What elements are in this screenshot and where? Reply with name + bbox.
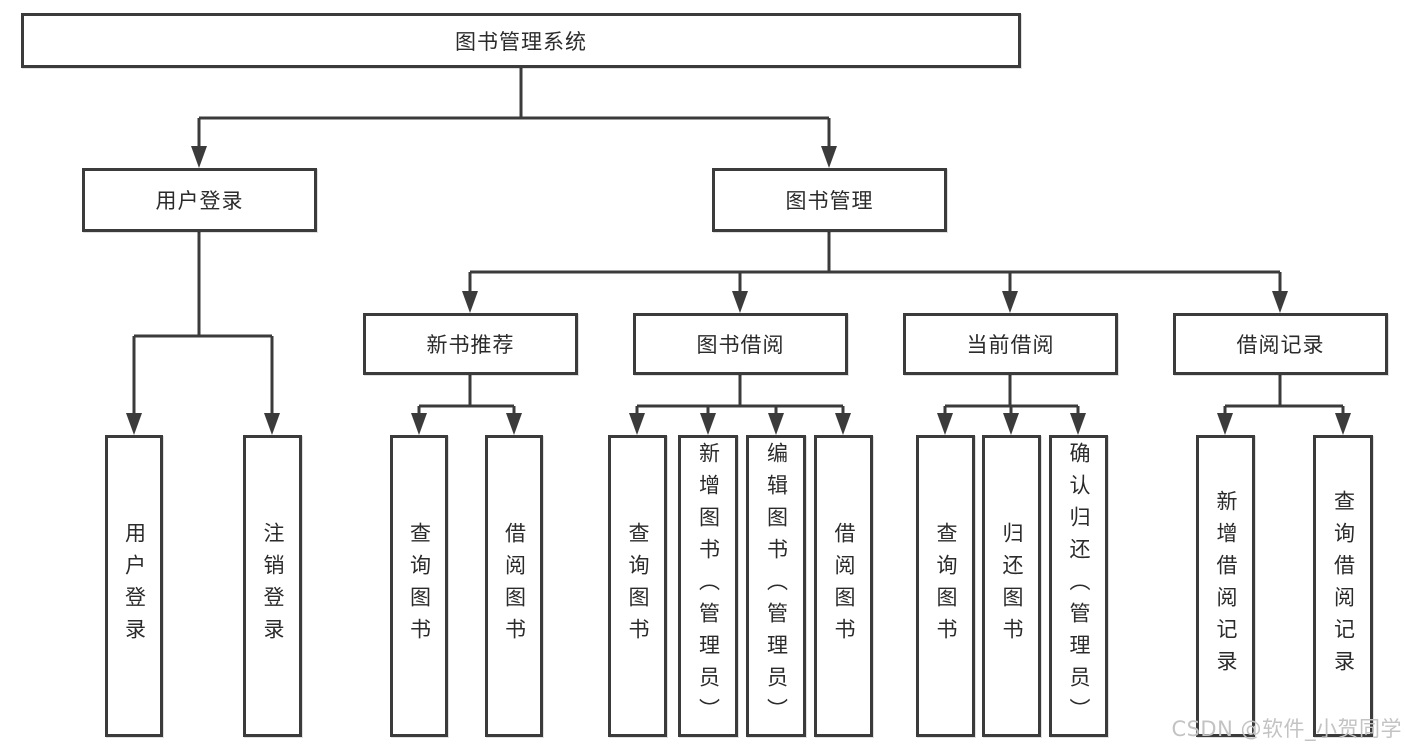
node-label: 当前借阅 bbox=[966, 333, 1055, 357]
leaf-label: 查询图书 bbox=[407, 522, 432, 650]
leaf-return-books: 归还图书 bbox=[982, 435, 1041, 737]
leaf-label: 查询图书 bbox=[626, 522, 650, 650]
node-label: 图书借阅 bbox=[696, 333, 785, 357]
leaf-query-books-current: 查询图书 bbox=[916, 435, 975, 737]
node-borrowing-records: 借阅记录 bbox=[1173, 313, 1388, 375]
node-label: 新书推荐 bbox=[426, 333, 515, 357]
leaf-edit-books-admin: 编辑图书（管理员） bbox=[746, 435, 806, 737]
leaf-label: 用户登录 bbox=[122, 522, 147, 650]
node-user-login: 用户登录 bbox=[82, 168, 317, 232]
leaf-query-books-borrowing: 查询图书 bbox=[608, 435, 667, 737]
leaf-label: 借阅图书 bbox=[502, 522, 527, 650]
leaf-add-books-admin: 新增图书（管理员） bbox=[678, 435, 738, 737]
leaf-add-borrow-record: 新增借阅记录 bbox=[1196, 435, 1255, 737]
node-label: 借阅记录 bbox=[1236, 333, 1325, 357]
leaf-label: 查询借阅记录 bbox=[1331, 490, 1356, 682]
leaf-borrow-books-recommend: 借阅图书 bbox=[485, 435, 543, 737]
leaf-query-borrow-record: 查询借阅记录 bbox=[1313, 435, 1373, 737]
node-new-book-recommendation: 新书推荐 bbox=[363, 313, 578, 375]
leaf-label: 新增图书（管理员） bbox=[696, 442, 721, 730]
node-library-management-system: 图书管理系统 bbox=[21, 13, 1021, 68]
node-book-management: 图书管理 bbox=[712, 168, 947, 232]
leaf-borrow-books: 借阅图书 bbox=[814, 435, 873, 737]
leaf-label: 借阅图书 bbox=[832, 522, 856, 650]
leaf-label: 注销登录 bbox=[261, 522, 285, 650]
leaf-label: 新增借阅记录 bbox=[1214, 490, 1238, 682]
leaf-label: 确认归还（管理员） bbox=[1067, 442, 1091, 730]
leaf-label: 编辑图书（管理员） bbox=[764, 442, 789, 730]
csdn-watermark: CSDN @软件_小贺同学 bbox=[1171, 717, 1402, 741]
leaf-user-login: 用户登录 bbox=[105, 435, 163, 737]
leaf-confirm-return-admin: 确认归还（管理员） bbox=[1049, 435, 1108, 737]
node-label: 图书管理系统 bbox=[455, 29, 587, 54]
leaf-query-books-recommend: 查询图书 bbox=[390, 435, 448, 737]
leaf-logout: 注销登录 bbox=[243, 435, 302, 737]
node-label: 图书管理 bbox=[785, 189, 874, 213]
node-current-borrowing: 当前借阅 bbox=[903, 313, 1118, 375]
node-label: 用户登录 bbox=[155, 189, 244, 213]
leaf-label: 归还图书 bbox=[1000, 522, 1024, 650]
node-book-borrowing: 图书借阅 bbox=[633, 313, 848, 375]
leaf-label: 查询图书 bbox=[934, 522, 958, 650]
